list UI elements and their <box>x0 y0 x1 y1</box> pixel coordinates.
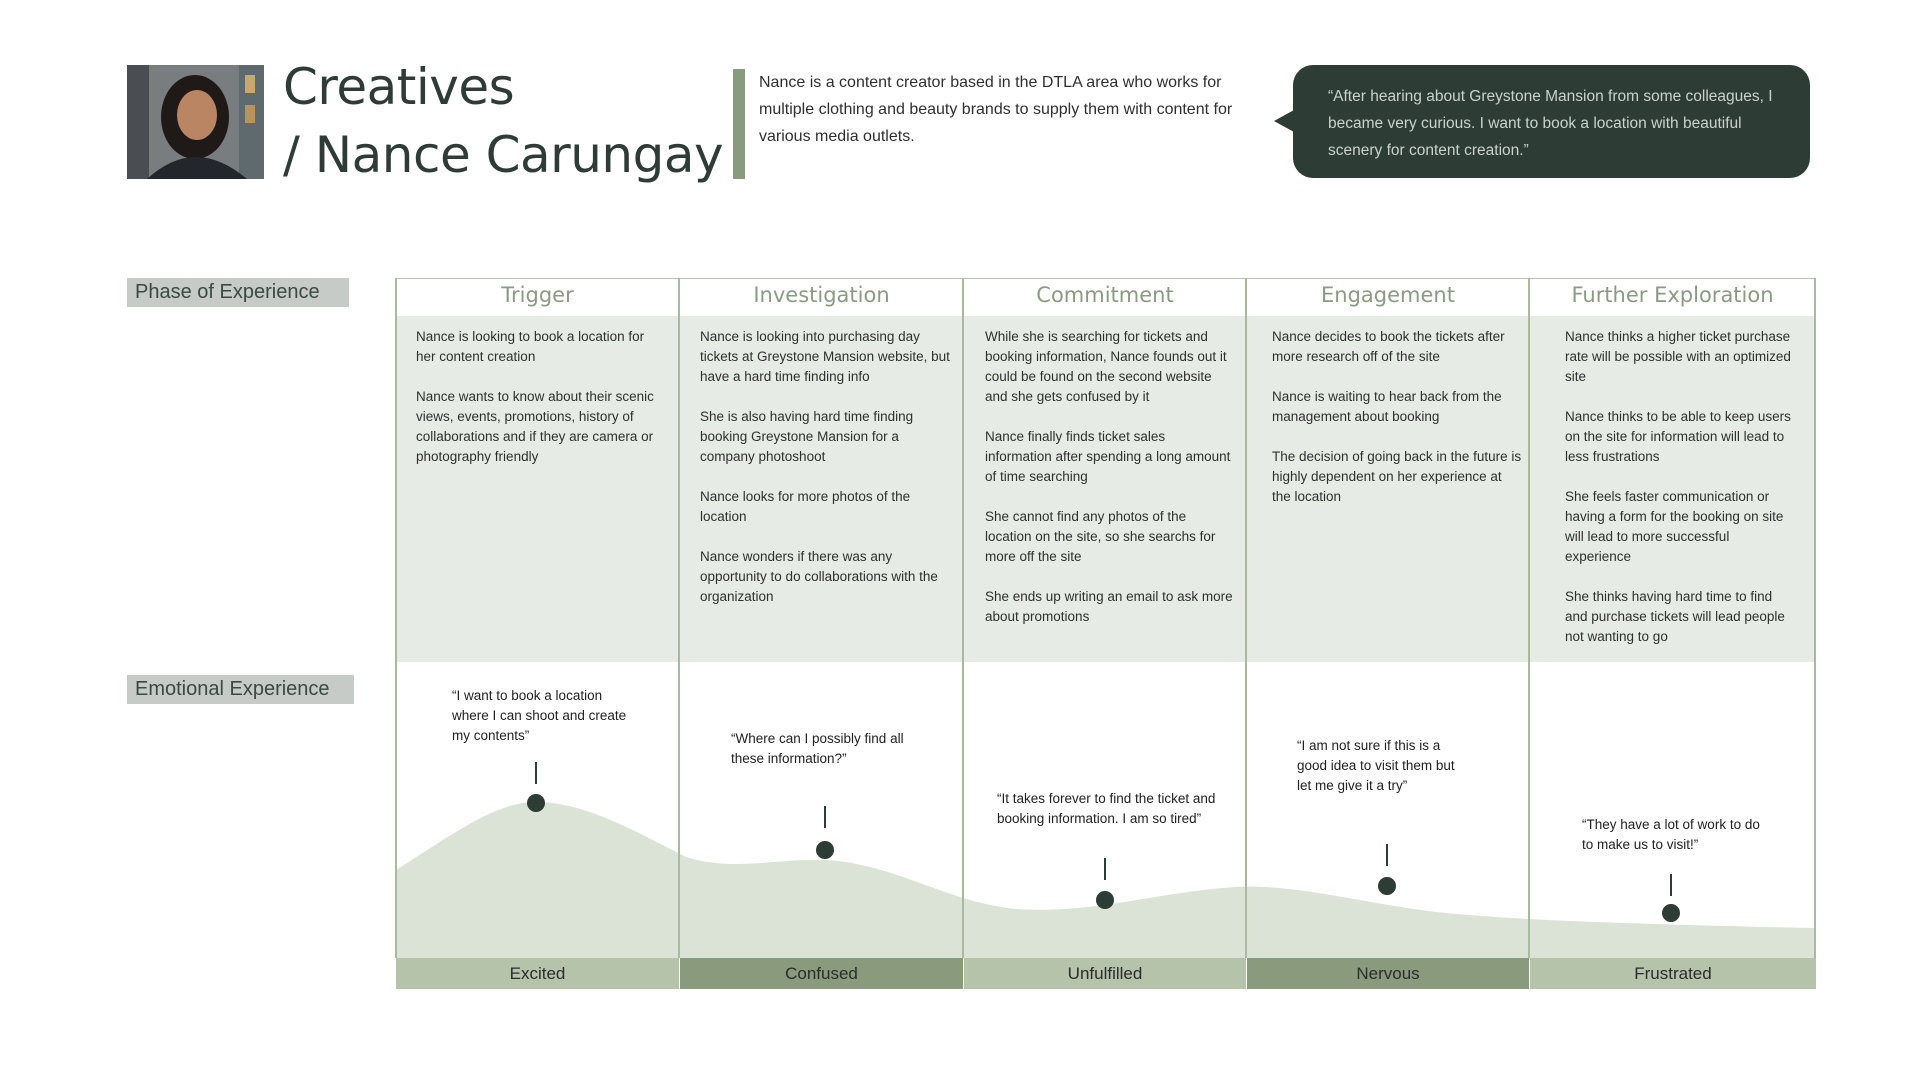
phase-note: She is also having hard time finding boo… <box>700 409 914 464</box>
description-accent-bar <box>733 69 745 179</box>
emotion-point-commitment <box>1096 891 1114 909</box>
phase-title-further-exploration: Further Exploration <box>1571 283 1774 307</box>
emotion-quote-trigger: “I want to book a location where I can s… <box>452 688 627 743</box>
column-divider <box>1528 278 1530 958</box>
emotion-quote-commitment: “It takes forever to find the ticket and… <box>997 791 1216 826</box>
phase-title-engagement: Engagement <box>1321 283 1455 307</box>
phase-note: She feels faster communication or having… <box>1565 489 1784 564</box>
emotion-tick <box>824 806 826 828</box>
emotion-tick <box>1386 844 1388 866</box>
phase-note: Nance wants to know about their scenic v… <box>416 389 654 464</box>
emotion-tick <box>1104 858 1106 880</box>
emotion-point-investigation <box>816 841 834 859</box>
emotion-curve-area <box>396 802 1816 958</box>
phase-description-further-exploration: Nance thinks a higher ticket purchase ra… <box>1565 327 1793 667</box>
persona-quote: “After hearing about Greystone Mansion f… <box>1328 88 1773 159</box>
phase-content-band <box>396 316 1816 662</box>
emotion-label-unfulfilled: Unfulfilled <box>964 958 1246 989</box>
phase-description-commitment: While she is searching for tickets and b… <box>985 327 1235 647</box>
emotion-point-engagement <box>1378 877 1396 895</box>
grid-top-border <box>396 278 1816 279</box>
emotional-experience-label: Emotional Experience <box>127 675 354 704</box>
phase-note: The decision of going back in the future… <box>1272 449 1522 504</box>
column-divider <box>962 278 964 958</box>
phase-title-investigation: Investigation <box>753 283 890 307</box>
column-divider <box>395 278 397 958</box>
phase-note: While she is searching for tickets and b… <box>985 329 1227 404</box>
emotion-tick <box>1670 874 1672 896</box>
persona-description: Nance is a content creator based in the … <box>759 74 1233 145</box>
speech-bubble <box>1293 65 1810 178</box>
phase-note: Nance is looking to book a location for … <box>416 329 645 364</box>
phase-note: Nance is looking into purchasing day tic… <box>700 329 950 384</box>
emotion-label-confused: Confused <box>680 958 963 989</box>
phase-title-commitment: Commitment <box>1036 283 1174 307</box>
phase-note: Nance is waiting to hear back from the m… <box>1272 389 1502 424</box>
phase-note: Nance thinks to be able to keep users on… <box>1565 409 1791 464</box>
speech-bubble-tail <box>1274 110 1294 132</box>
column-divider <box>1814 278 1816 958</box>
emotion-label-frustrated: Frustrated <box>1530 958 1816 989</box>
phase-note: She cannot find any photos of the locati… <box>985 509 1216 564</box>
emotion-quote-investigation: “Where can I possibly find all these inf… <box>731 731 904 766</box>
phase-note: She ends up writing an email to ask more… <box>985 589 1233 624</box>
phase-note: Nance wonders if there was any opportuni… <box>700 549 938 604</box>
phase-note: Nance finally finds ticket sales informa… <box>985 429 1231 484</box>
column-divider <box>678 278 680 958</box>
emotion-quote-further-exploration: “They have a lot of work to do to make u… <box>1582 817 1760 852</box>
phase-of-experience-label: Phase of Experience <box>127 278 349 307</box>
phase-description-trigger: Nance is looking to book a location for … <box>416 327 666 487</box>
emotion-point-further-exploration <box>1662 904 1680 922</box>
emotion-label-excited: Excited <box>396 958 679 989</box>
emotion-tick <box>535 762 537 784</box>
phase-note: She thinks having hard time to find and … <box>1565 589 1785 644</box>
page-title-persona: / Nance Carungay <box>283 126 724 184</box>
emotion-curve <box>396 802 1816 958</box>
emotion-point-trigger <box>527 794 545 812</box>
page-title-category: Creatives <box>283 58 515 116</box>
phase-description-engagement: Nance decides to book the tickets after … <box>1272 327 1522 527</box>
emotion-label-nervous: Nervous <box>1247 958 1529 989</box>
phase-title-trigger: Trigger <box>501 283 574 307</box>
emotion-quote-engagement: “I am not sure if this is a good idea to… <box>1297 738 1455 793</box>
column-divider <box>1245 278 1247 958</box>
phase-note: Nance looks for more photos of the locat… <box>700 489 911 524</box>
phase-note: Nance thinks a higher ticket purchase ra… <box>1565 329 1791 384</box>
phase-note: Nance decides to book the tickets after … <box>1272 329 1505 364</box>
phase-description-investigation: Nance is looking into purchasing day tic… <box>700 327 950 627</box>
persona-avatar <box>127 65 264 179</box>
